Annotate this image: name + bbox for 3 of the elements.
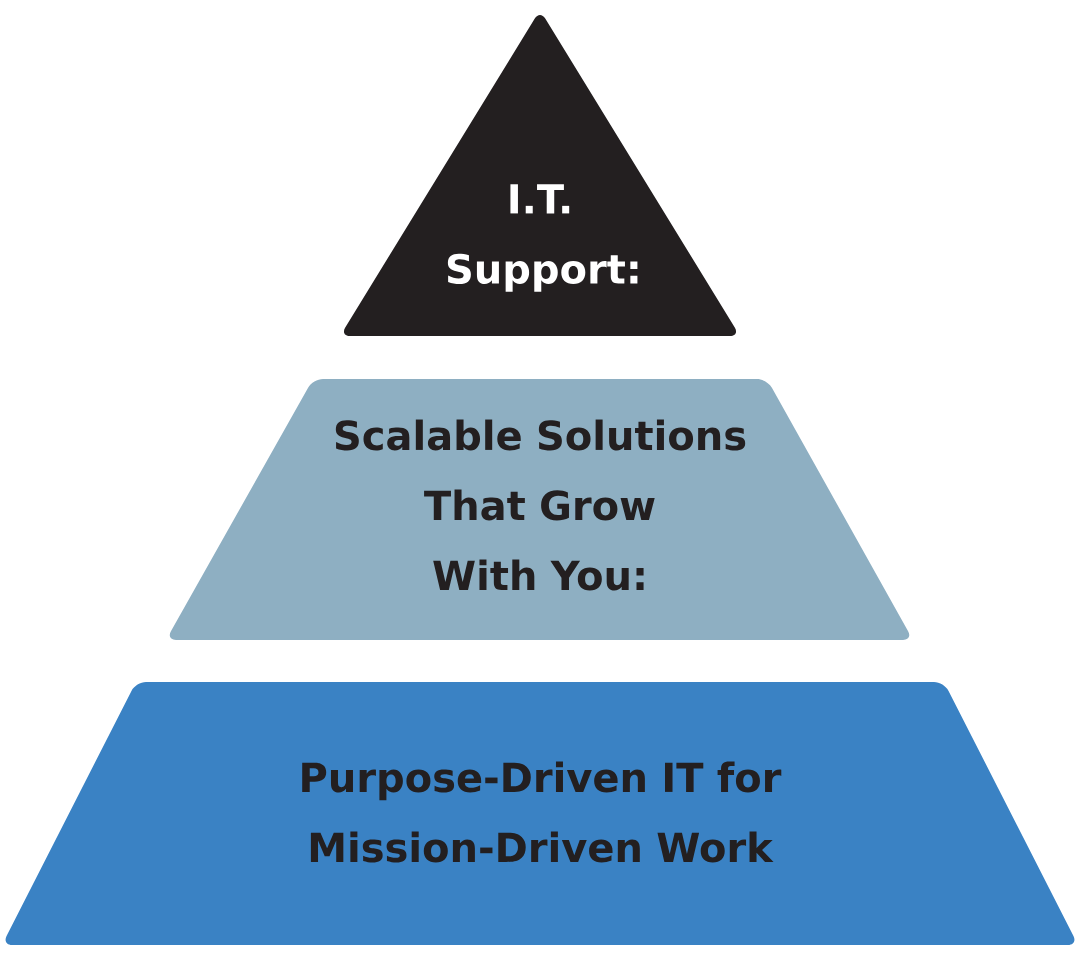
pyramid-tier: Purpose-Driven IT for Mission-Driven Work <box>5 682 1075 945</box>
pyramid-tier: Scalable Solutions That Grow With You: <box>169 379 910 640</box>
pyramid-tier: I.T. Support: <box>343 15 737 336</box>
